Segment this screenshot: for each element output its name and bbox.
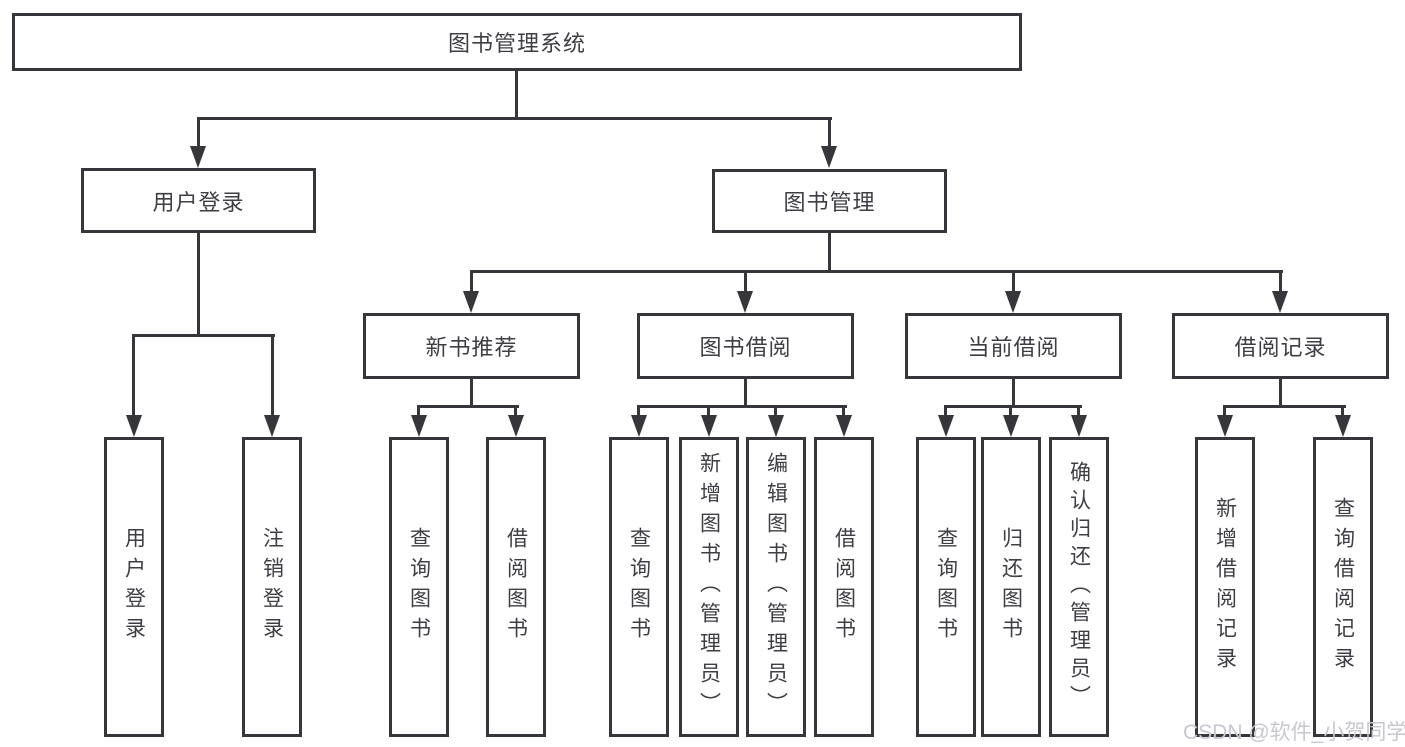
node-label: 编辑图书（管理员） [764, 452, 788, 722]
node-label: 借阅图书 [832, 527, 856, 647]
node-borrow-records: 借阅记录 [1172, 313, 1389, 379]
node-label: 查询图书 [407, 527, 431, 647]
connector-leaf-stem [271, 334, 274, 418]
connector-leaf-stem [1077, 405, 1080, 419]
arrow-down [631, 415, 647, 437]
node-book-management: 图书管理 [712, 169, 947, 233]
arrow-down [411, 415, 427, 437]
leaf-query-book-current: 查询图书 [916, 437, 976, 737]
node-user-login: 用户登录 [81, 168, 316, 233]
arrow-down [768, 415, 784, 437]
connector-leaf-stem [514, 405, 517, 419]
leaf-add-borrow-record: 新增借阅记录 [1195, 437, 1255, 737]
connector-leaf-stem [417, 405, 420, 419]
connector-level3-stem [744, 270, 747, 295]
leaf-query-book-recommend: 查询图书 [389, 437, 449, 737]
connector-level3-stem [470, 270, 473, 295]
connector-book-mgmt-stem [828, 117, 831, 151]
node-label: 借阅记录 [1234, 335, 1327, 360]
arrow-down [836, 415, 852, 437]
connector-user-login-hline [132, 334, 275, 337]
node-current-borrow: 当前借阅 [905, 313, 1122, 379]
connector-hline [417, 405, 519, 408]
arrow-down [190, 146, 206, 168]
node-new-book-recommend: 新书推荐 [363, 313, 580, 379]
node-label: 查询图书 [934, 527, 958, 647]
node-label: 借阅图书 [504, 527, 528, 647]
arrow-down [126, 415, 142, 437]
node-label: 图书管理系统 [447, 31, 586, 56]
node-book-borrow: 图书借阅 [637, 313, 854, 379]
leaf-borrow-book: 借阅图书 [814, 437, 874, 737]
arrow-down [264, 415, 280, 437]
node-root: 图书管理系统 [12, 13, 1022, 71]
connector-leaf-stem [1341, 405, 1344, 419]
connector-hline [944, 405, 1082, 408]
arrow-down [1005, 291, 1021, 313]
connector-user-login-stem [197, 117, 200, 151]
node-label: 图书管理 [783, 190, 876, 215]
connector-leaf-stem [707, 405, 710, 419]
node-label: 查询图书 [627, 527, 651, 647]
connector-stem [470, 379, 473, 408]
connector-stem [1279, 379, 1282, 408]
connector-leaf-stem [637, 405, 640, 419]
connector-stem [744, 379, 747, 408]
arrow-down [463, 291, 479, 313]
node-label: 当前借阅 [967, 335, 1060, 360]
leaf-add-book-admin: 新增图书（管理员） [679, 437, 739, 737]
node-label: 注销登录 [260, 527, 284, 647]
arrow-down [737, 291, 753, 313]
connector-leaf-stem [774, 405, 777, 419]
leaf-edit-book-admin: 编辑图书（管理员） [746, 437, 806, 737]
node-label: 新增借阅记录 [1213, 497, 1237, 677]
connector-stem [1012, 379, 1015, 408]
node-label: 用户登录 [152, 189, 245, 215]
leaf-confirm-return-admin: 确认归还（管理员） [1049, 437, 1109, 737]
connector-leaf-stem [132, 334, 135, 418]
leaf-borrow-book-recommend: 借阅图书 [486, 437, 546, 737]
arrow-down [1071, 415, 1087, 437]
arrow-down [1335, 415, 1351, 437]
arrow-down [508, 415, 524, 437]
arrow-down [821, 146, 837, 168]
connector-root-hline [197, 117, 832, 120]
connector-book-mgmt-hline [470, 270, 1283, 273]
leaf-query-borrow-record: 查询借阅记录 [1313, 437, 1373, 737]
node-label: 图书借阅 [699, 335, 792, 360]
node-label: 查询借阅记录 [1331, 497, 1355, 677]
connector-hline [1223, 405, 1346, 408]
arrow-down [938, 415, 954, 437]
connector-user-login-down [197, 233, 200, 337]
connector-level3-stem [1279, 270, 1282, 295]
node-label: 用户登录 [122, 527, 146, 647]
node-label: 归还图书 [999, 527, 1023, 647]
connector-leaf-stem [1009, 405, 1012, 419]
node-label: 新书推荐 [425, 335, 518, 360]
arrow-down [1217, 415, 1233, 437]
connector-root-stem [515, 71, 518, 120]
leaf-user-login: 用户登录 [104, 437, 164, 737]
connector-leaf-stem [1223, 405, 1226, 419]
connector-level3-stem [1012, 270, 1015, 295]
connector-leaf-stem [842, 405, 845, 419]
arrow-down [701, 415, 717, 437]
arrow-down [1003, 415, 1019, 437]
node-label: 确认归还（管理员） [1067, 461, 1091, 713]
leaf-logout: 注销登录 [242, 437, 302, 737]
leaf-query-book-borrow: 查询图书 [609, 437, 669, 737]
connector-leaf-stem [944, 405, 947, 419]
csdn-watermark: CSDN @软件_小贺同学 [1183, 721, 1405, 744]
node-label: 新增图书（管理员） [697, 452, 721, 722]
connector-hline [637, 405, 847, 408]
arrow-down [1272, 291, 1288, 313]
leaf-return-book: 归还图书 [981, 437, 1041, 737]
connector-book-mgmt-down [828, 233, 831, 273]
